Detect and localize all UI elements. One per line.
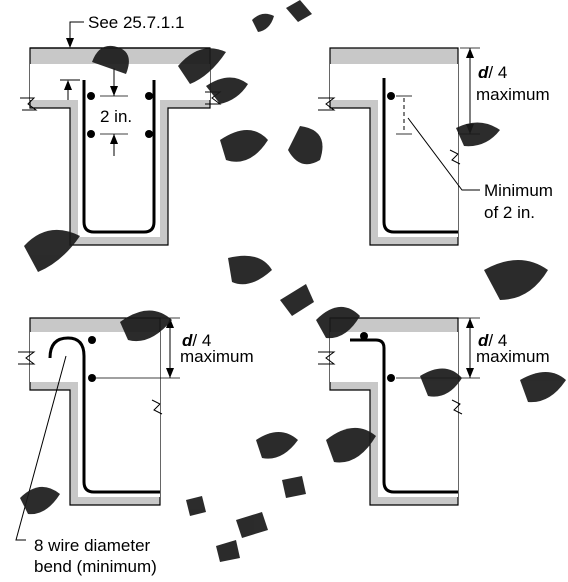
break-line-left [18, 351, 36, 365]
d-var: d [182, 331, 193, 350]
concrete-core [330, 332, 458, 497]
d-var: d [478, 63, 489, 82]
rebar-dot [87, 92, 95, 100]
break-line-right [451, 399, 463, 415]
u-stirrup [82, 80, 156, 234]
hooked-stirrup [48, 336, 160, 494]
minimum-label-1: Minimum [484, 181, 553, 200]
maximum-label: maximum [180, 347, 254, 366]
panel-top-left: See 25.7.1.1 2 in. [20, 13, 222, 246]
concrete-core [330, 64, 458, 237]
panel-top-right: d/ 4 maximum Minimum of 2 in. [318, 47, 553, 246]
svg-text:d/ 4: d/ 4 [478, 63, 507, 82]
bent-stirrup [350, 338, 458, 494]
minimum-label-2: of 2 in. [484, 203, 535, 222]
rebar-dot [360, 332, 368, 340]
d-var: d [478, 331, 489, 350]
svg-text:d/ 4: d/ 4 [182, 331, 211, 350]
break-line-left [318, 97, 336, 111]
break-line-right [151, 399, 163, 415]
bend-label-1: 8 wire diameter [34, 536, 151, 555]
l-stirrup [382, 78, 458, 234]
rebar-dot [145, 92, 153, 100]
d-over-4-text: / 4 [488, 331, 507, 350]
rebar-dot [387, 92, 395, 100]
rebar-dot [145, 130, 153, 138]
rebar-dot [87, 130, 95, 138]
break-line-left [318, 351, 336, 365]
d-over-4-text: / 4 [488, 63, 507, 82]
break-line-right [449, 149, 461, 165]
panel-bottom-right: d/ 4 maximum [318, 317, 550, 506]
panel-bottom-left: d/ 4 maximum 8 wire diameter bend (minim… [15, 317, 254, 576]
maximum-label: maximum [476, 347, 550, 366]
concrete-core [30, 332, 160, 497]
rebar-dot [88, 336, 96, 344]
svg-text:d/ 4: d/ 4 [478, 331, 507, 350]
bend-label-2: bend (minimum) [34, 557, 157, 576]
rebar-dot [387, 374, 395, 382]
bend-leader [15, 355, 67, 541]
concrete-core [30, 64, 210, 237]
see-ref-label: See 25.7.1.1 [88, 13, 184, 32]
d-over-4-text: / 4 [192, 331, 211, 350]
minimum-leader [407, 117, 480, 191]
rebar-dot [88, 374, 96, 382]
break-line-left [20, 97, 38, 111]
maximum-label: maximum [476, 85, 550, 104]
two-inch-label: 2 in. [100, 107, 132, 126]
watermark [20, 0, 566, 562]
